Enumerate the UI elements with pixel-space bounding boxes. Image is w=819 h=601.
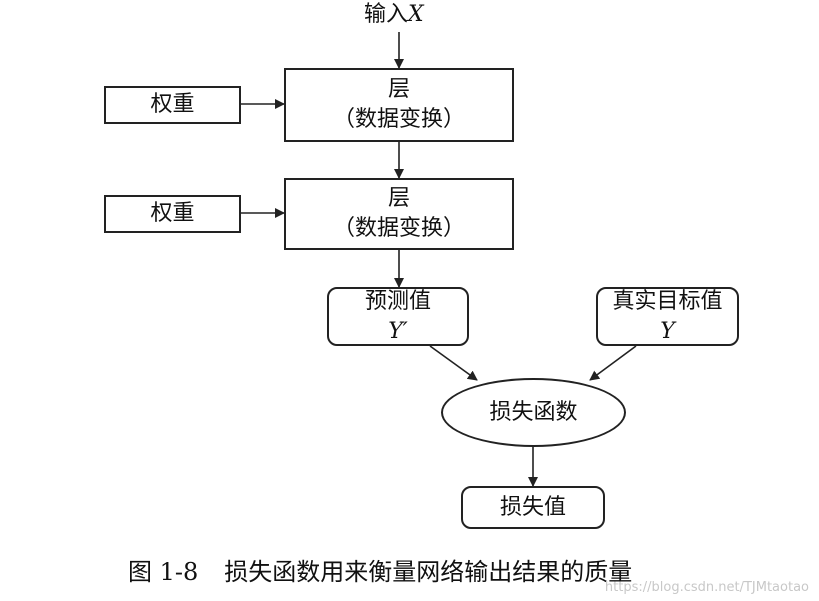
arrow-target-to-loss: [589, 345, 637, 381]
target-variable: Y: [660, 318, 675, 344]
prediction-label: 预测值: [364, 288, 431, 314]
layer-subtitle: （数据变换）: [332, 216, 465, 241]
figure-caption-text: 损失函数用来衡量网络输出结果的质量: [224, 558, 633, 586]
loss-value-label: 损失值: [499, 494, 566, 520]
layer-subtitle: （数据变换）: [332, 107, 465, 132]
input-label: 输入X: [364, 0, 424, 30]
figure-number: 图 1-8: [128, 558, 199, 586]
loss-function-ellipse: 损失函数: [441, 378, 626, 447]
layer-title: 层: [387, 77, 410, 102]
loss-value-box: 损失值: [461, 486, 605, 529]
weights-box-2: 权重: [104, 195, 241, 233]
weights-label: 权重: [150, 201, 195, 226]
prediction-variable: Y′: [388, 318, 408, 344]
target-label: 真实目标值: [612, 288, 723, 314]
weights-box-1: 权重: [104, 86, 241, 124]
arrow-prediction-to-loss: [429, 345, 478, 381]
target-box: 真实目标值 Y: [596, 287, 739, 346]
loss-function-label: 损失函数: [489, 399, 578, 425]
layer-box-2: 层 （数据变换）: [284, 178, 514, 250]
figure-caption: 图 1-8 损失函数用来衡量网络输出结果的质量: [128, 552, 632, 587]
layer-box-1: 层 （数据变换）: [284, 68, 514, 142]
input-label-text: 输入: [364, 2, 409, 27]
watermark-url: https://blog.csdn.net/TJMtaotao: [604, 580, 809, 595]
weights-label: 权重: [150, 92, 195, 117]
layer-title: 层: [387, 186, 410, 211]
prediction-box: 预测值 Y′: [327, 287, 469, 346]
input-variable: X: [408, 2, 424, 27]
